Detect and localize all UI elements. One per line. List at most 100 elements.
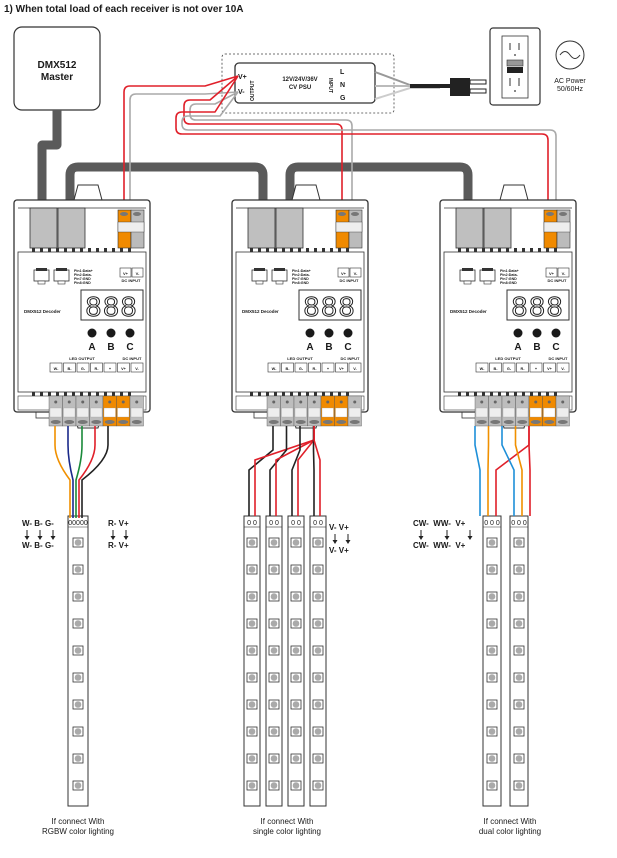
button-label: B bbox=[107, 342, 114, 353]
dc-in-vplus: V+ bbox=[123, 271, 129, 276]
dc-input-label: DC INPUT bbox=[122, 278, 141, 283]
psu-vplus: V+ bbox=[238, 74, 247, 81]
seven-seg-display: 888 bbox=[86, 291, 139, 322]
dc-input-label: DC INPUT bbox=[340, 278, 359, 283]
heading: 1) When total load of each receiver is n… bbox=[4, 4, 244, 15]
rj45-port-icon bbox=[479, 268, 496, 285]
led-output-label: LED OUTPUT bbox=[287, 356, 313, 361]
led-strip: 0 0 bbox=[309, 515, 327, 807]
rj45-port-icon bbox=[33, 268, 50, 285]
psu-line2: CV PSU bbox=[289, 85, 311, 91]
rgbw-labels: W- B- G- W- B- G- R- V+ R- V+ bbox=[22, 519, 129, 550]
dmx512-decoder-3: Pin1:Data+Pin2:Data-Pin7:GNDPin8:GNDV+V-… bbox=[439, 184, 577, 429]
strip-pads: 0 0 0 bbox=[484, 520, 500, 527]
strip-pads: 0 0 bbox=[313, 520, 323, 527]
strip-pads: 0 0 0 bbox=[511, 520, 527, 527]
button-c[interactable] bbox=[551, 328, 561, 338]
dmx-cables bbox=[37, 110, 473, 210]
seven-seg-display: 888 bbox=[512, 291, 565, 322]
led-strip: 0 0 bbox=[243, 515, 261, 807]
decoder-name: DMX512 Decoder bbox=[24, 309, 61, 314]
output-terminal-label: W- bbox=[54, 367, 60, 371]
caption-single-2: single color lighting bbox=[253, 827, 321, 836]
arrows bbox=[24, 530, 473, 544]
power-wires bbox=[123, 75, 557, 200]
caption-rgbw-2: RGBW color lighting bbox=[42, 827, 114, 836]
caption-dual-1: If connect With bbox=[484, 817, 537, 826]
pin-label: Pin2:Data- bbox=[74, 273, 93, 277]
strip-pads: 0 0 bbox=[269, 520, 279, 527]
output-terminal-label: + bbox=[535, 367, 538, 371]
ac-power-line1: AC Power bbox=[554, 78, 586, 85]
caption-single-1: If connect With bbox=[261, 817, 314, 826]
dc-input-label-bottom: DC INPUT bbox=[549, 356, 568, 361]
pin-label: Pin1:Data+ bbox=[292, 269, 311, 273]
led-strip: 00000 bbox=[67, 515, 89, 807]
dmx512-decoder-2: Pin1:Data+Pin2:Data-Pin7:GNDPin8:GNDV+V-… bbox=[231, 184, 369, 429]
output-terminal-label: G- bbox=[81, 367, 86, 371]
output-terminal-label: G- bbox=[507, 367, 512, 371]
psu-output-label: OUTPUT bbox=[250, 80, 256, 101]
button-label: A bbox=[514, 342, 521, 353]
button-label: C bbox=[126, 342, 133, 353]
pin-label: Pin2:Data- bbox=[292, 273, 311, 277]
button-a[interactable] bbox=[305, 328, 315, 338]
button-a[interactable] bbox=[87, 328, 97, 338]
psu-vminus: V- bbox=[238, 89, 245, 96]
led-strip: 0 0 bbox=[265, 515, 283, 807]
output-terminal-label: + bbox=[109, 367, 112, 371]
button-b[interactable] bbox=[532, 328, 542, 338]
dc-in-vminus: V- bbox=[136, 271, 140, 276]
decoder-name: DMX512 Decoder bbox=[450, 309, 487, 314]
dual-labels: CW- WW- V+ CW- WW- V+ bbox=[413, 519, 466, 550]
psu-l: L bbox=[340, 69, 345, 76]
button-a[interactable] bbox=[513, 328, 523, 338]
rgbw-right-bottom: R- V+ bbox=[108, 541, 129, 550]
button-label: A bbox=[306, 342, 313, 353]
rj45-port-icon bbox=[53, 268, 70, 285]
rgbw-left-bottom: W- B- G- bbox=[22, 541, 54, 550]
dc-input-label: DC INPUT bbox=[548, 278, 567, 283]
output-terminal-label: W- bbox=[272, 367, 278, 371]
pin-label: Pin8:GND bbox=[74, 281, 91, 285]
dual-left-bottom: CW- WW- V+ bbox=[413, 541, 466, 550]
output-terminal-label: W- bbox=[480, 367, 486, 371]
button-c[interactable] bbox=[125, 328, 135, 338]
output-terminal-label: R- bbox=[312, 367, 317, 371]
caption-rgbw-1: If connect With bbox=[52, 817, 105, 826]
output-terminal-label: R- bbox=[94, 367, 99, 371]
master-line1: DMX512 bbox=[38, 60, 77, 71]
dual-left-top: CW- WW- V+ bbox=[413, 519, 466, 528]
dc-input-label-bottom: DC INPUT bbox=[341, 356, 360, 361]
led-strip: 0 0 0 bbox=[482, 515, 502, 807]
led-strip: 0 0 0 bbox=[509, 515, 529, 807]
strip-pads: 0 0 bbox=[247, 520, 257, 527]
ac-cable bbox=[374, 71, 452, 100]
button-label: C bbox=[344, 342, 351, 353]
output-terminal-label: B- bbox=[493, 367, 498, 371]
button-label: C bbox=[552, 342, 559, 353]
dc-in-vplus: V+ bbox=[341, 271, 347, 276]
caption-dual-2: dual color lighting bbox=[479, 827, 541, 836]
output-terminal-label: G- bbox=[299, 367, 304, 371]
pin-label: Pin8:GND bbox=[500, 281, 517, 285]
button-b[interactable] bbox=[324, 328, 334, 338]
pin-label: Pin7:GND bbox=[74, 277, 91, 281]
rj45-port-icon bbox=[459, 268, 476, 285]
output-terminal-label: R- bbox=[520, 367, 525, 371]
button-c[interactable] bbox=[343, 328, 353, 338]
psu-enclosure bbox=[221, 53, 395, 114]
psu-input-label: INPUT bbox=[327, 78, 333, 93]
pin-label: Pin7:GND bbox=[292, 277, 309, 281]
button-label: B bbox=[325, 342, 332, 353]
ac-power-symbol: AC Power 50/60Hz bbox=[554, 40, 586, 93]
plug bbox=[450, 78, 487, 96]
button-b[interactable] bbox=[106, 328, 116, 338]
pin-label: Pin8:GND bbox=[292, 281, 309, 285]
output-wires bbox=[54, 426, 531, 518]
wall-outlet bbox=[489, 27, 541, 106]
pin-label: Pin1:Data+ bbox=[74, 269, 93, 273]
dmx512-master: DMX512 Master bbox=[13, 26, 101, 111]
